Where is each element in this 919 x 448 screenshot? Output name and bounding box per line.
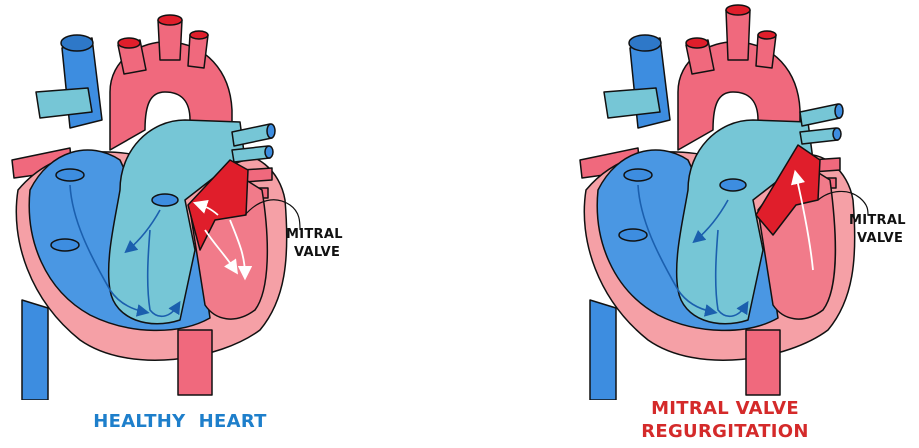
tricuspid-valve (56, 169, 84, 181)
regurgitation-caption-line1: MITRAL VALVE (605, 397, 845, 420)
descending-aorta (178, 330, 212, 395)
mitral-valve-label-line1: MITRAL (849, 213, 906, 228)
regurgitation-caption-line2: REGURGITATION (605, 420, 845, 443)
regurgitation-caption: MITRAL VALVE REGURGITATION (605, 397, 845, 443)
healthy-heart-caption: HEALTHY HEART (60, 410, 300, 433)
pulmonary-valve (51, 239, 79, 251)
pulmonary-vein-left (36, 88, 92, 118)
vena-cava-opening (61, 35, 93, 51)
aortic-branch-2 (158, 20, 182, 60)
mitral-valve-label-line2: VALVE (294, 245, 340, 260)
mitral-valve-label-line2: VALVE (857, 231, 903, 246)
aortic-branch-3 (188, 35, 208, 68)
aortic-valve (152, 194, 178, 206)
healthy-heart-diagram: MITRAL VALVE (0, 0, 360, 400)
healthy-heart-caption-text: HEALTHY HEART (93, 411, 267, 432)
mitral-valve-label-line1: MITRAL (286, 227, 343, 242)
inferior-vena-cava (22, 300, 48, 400)
regurgitation-heart-diagram: MITRAL VALVE (568, 0, 919, 400)
